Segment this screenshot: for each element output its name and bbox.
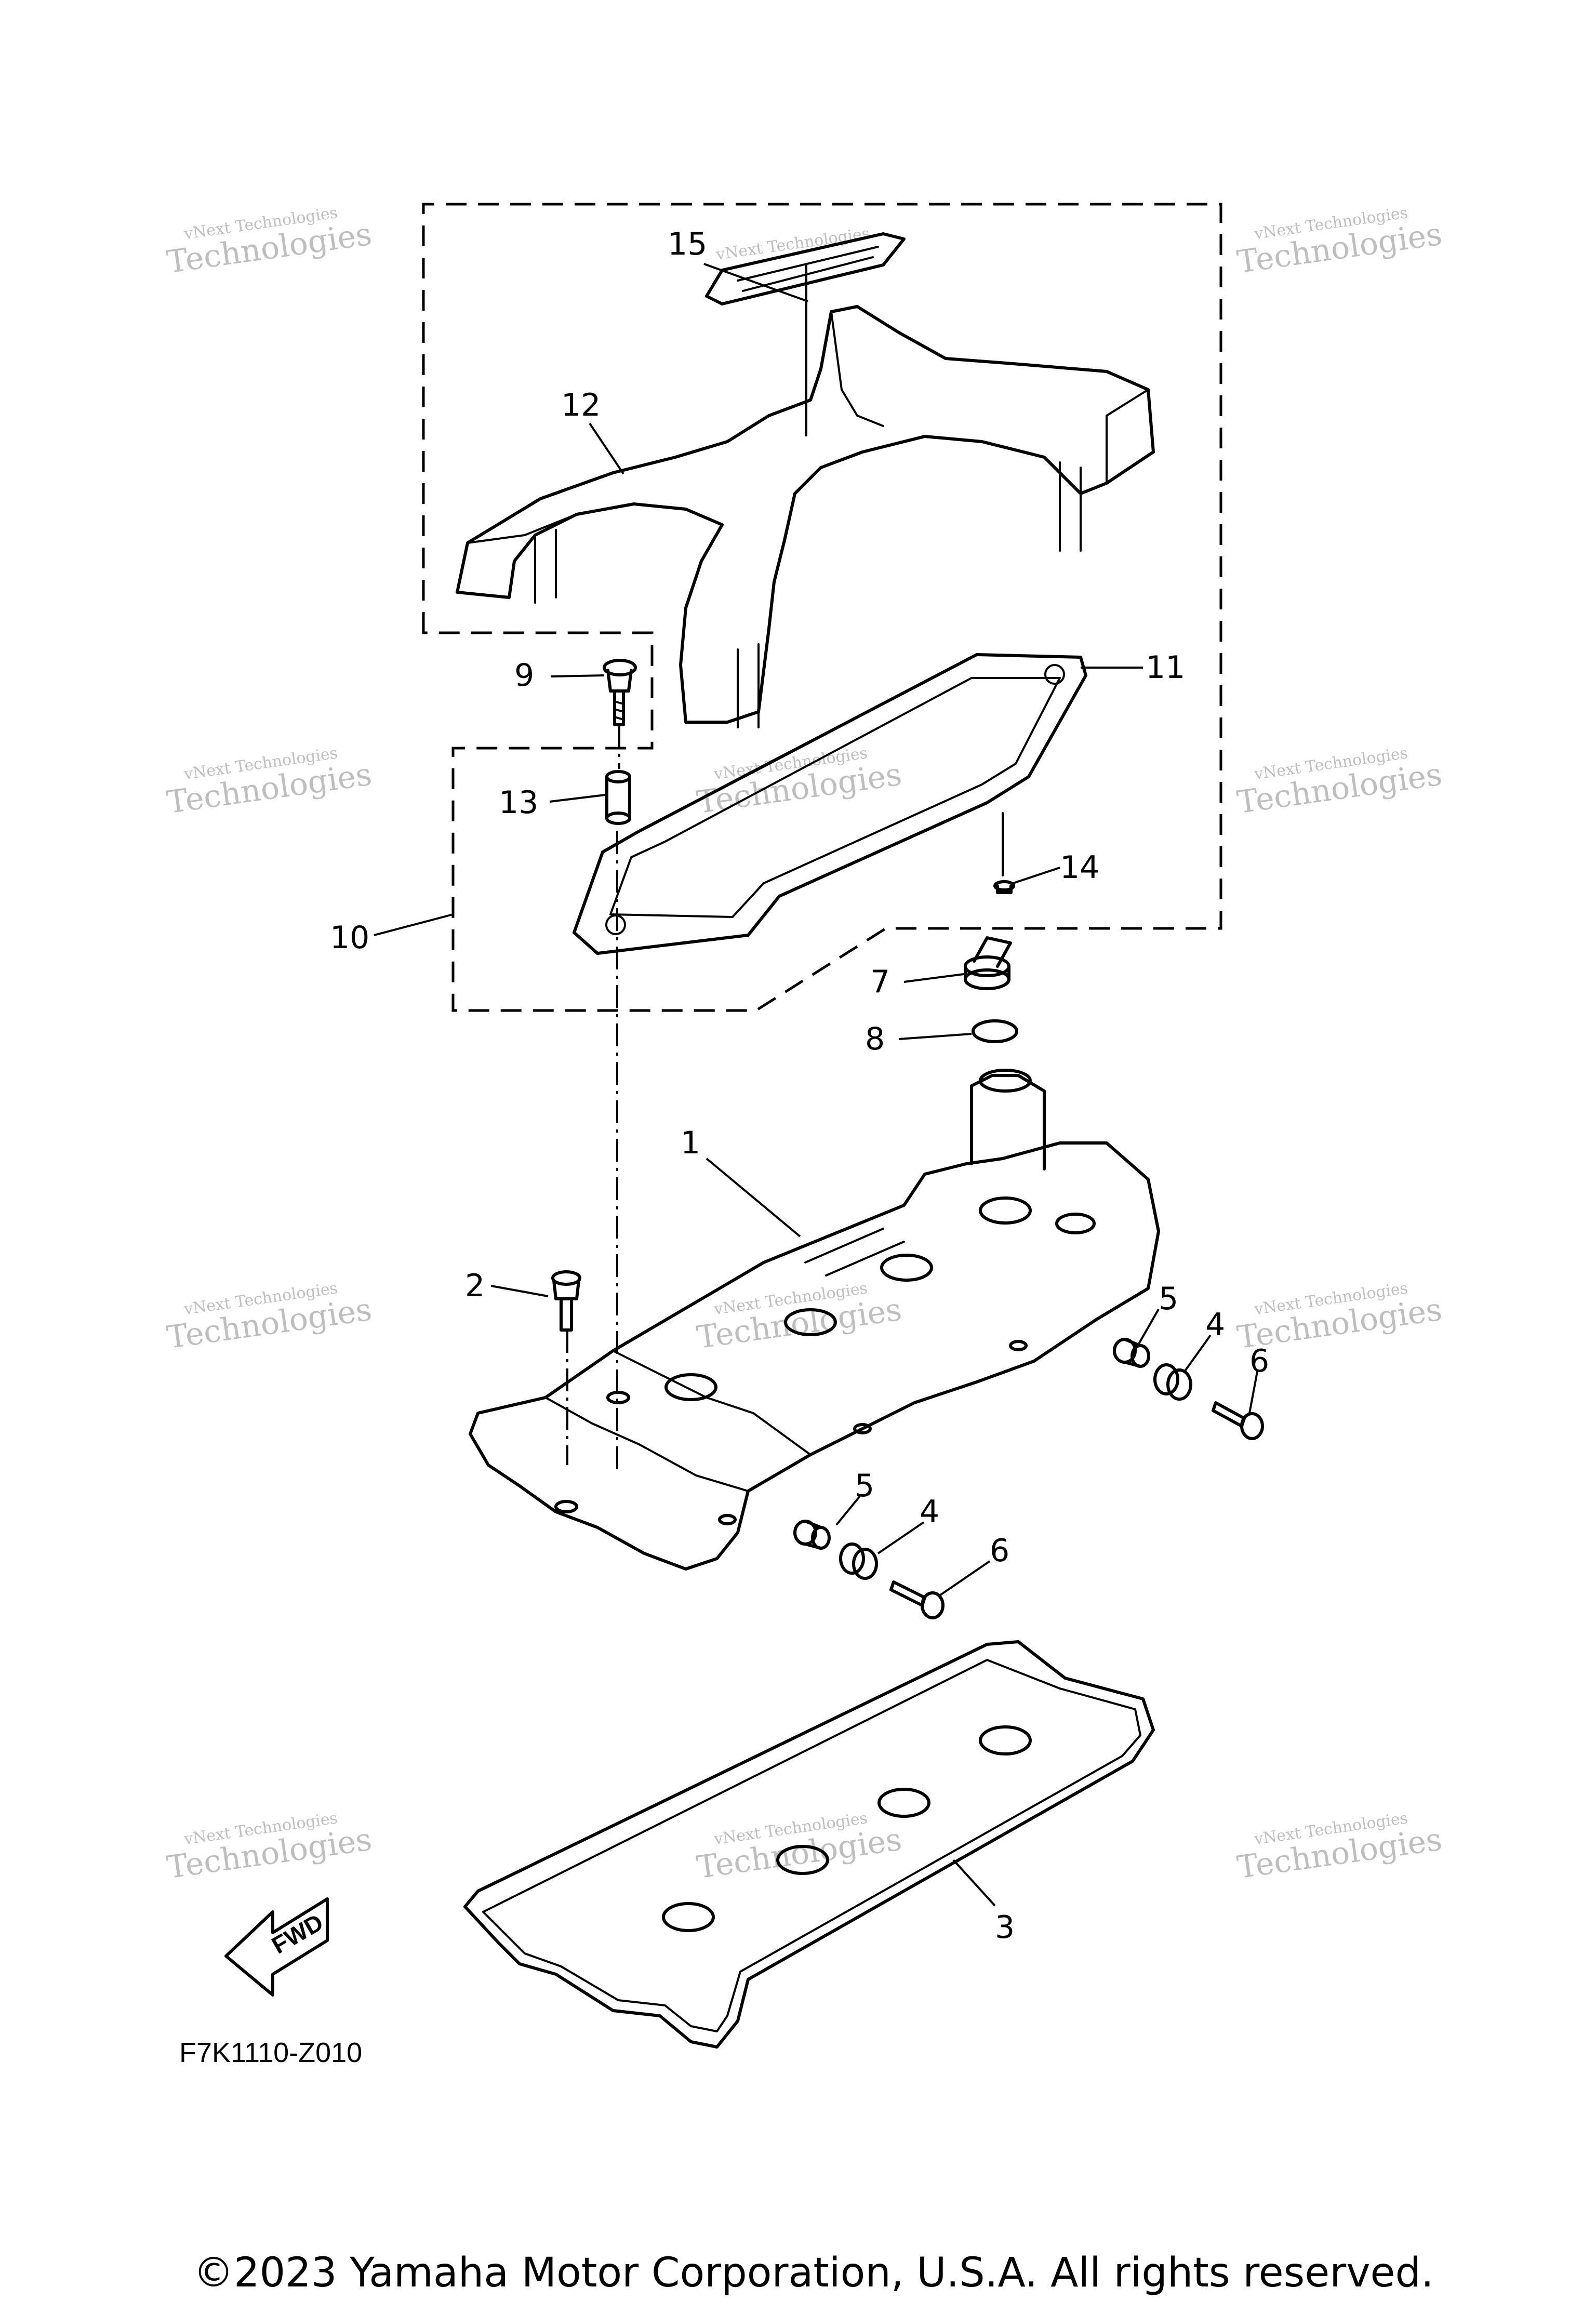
upper-assembly-dashed-box [422,203,1222,1012]
part-4-grommet-lower [839,1542,878,1580]
callout-3: 3 [995,1909,1015,1946]
callout-12: 12 [561,387,601,423]
watermark-bottom-right: vNext Technologies Technologies [1235,1809,1444,1886]
part-11-bracket [573,653,1087,955]
callout-6b: 6 [990,1533,1009,1569]
callout-1: 1 [681,1125,700,1161]
part-8-o-ring [972,1019,1018,1043]
callout-9: 9 [514,657,534,694]
callout-5a: 5 [1159,1281,1178,1317]
callout-2: 2 [465,1268,485,1304]
part-7-filler-cap [964,936,1012,990]
callout-6a: 6 [1249,1343,1269,1379]
callout-4a: 4 [1205,1307,1225,1343]
callout-7: 7 [870,964,890,1000]
part-2-bolt [551,1270,581,1332]
part-12-cover-trim [456,305,1155,728]
diagram-code: F7K1110-Z010 [179,2037,363,2068]
callout-5b: 5 [855,1468,874,1504]
leader-lines [374,263,1258,1907]
callout-13: 13 [499,784,538,821]
part-6-bolt-lower [889,1580,945,1619]
part-13-collar [605,770,631,825]
part-1-cylinder-head-cover [469,1069,1160,1571]
part-6-bolt-right [1212,1401,1264,1440]
callout-4b: 4 [920,1494,939,1530]
watermark-group: vNext Technologies Technologies vNext Te… [165,204,1444,1886]
copyright-notice: ©2023 Yamaha Motor Corporation, U.S.A. A… [193,2250,1434,2296]
callout-15: 15 [668,226,707,262]
part-3-gasket [463,1640,1155,2049]
callout-14: 14 [1060,849,1099,886]
watermark-mid-left: vNext Technologies Technologies [165,744,374,821]
svg-text:vNext Technologies: vNext Technologies [714,224,871,264]
watermark-low-left: vNext Technologies Technologies [165,1279,374,1356]
watermark-top-right: vNext Technologies Technologies [1235,204,1444,281]
watermark-bottom-left: vNext Technologies Technologies [165,1809,374,1886]
fwd-arrow-icon: FWD [224,1897,329,1997]
callout-labels: 15 12 9 11 13 14 10 7 8 1 2 5 4 6 5 4 6 … [330,226,1269,1946]
callout-11: 11 [1146,649,1185,686]
watermark-mid-center: vNext Technologies Technologies [695,744,904,821]
part-5-collar-lower [793,1520,831,1550]
watermark-mid-right: vNext Technologies Technologies [1235,744,1444,821]
watermark-top-left: vNext Technologies Technologies [165,204,374,281]
part-9-bolt [603,659,637,726]
watermark-top-center: vNext Technologies [714,224,871,264]
part-4-grommet-right [1153,1363,1192,1401]
callout-8: 8 [865,1021,885,1057]
part-14-grommet [993,812,1015,894]
callout-10: 10 [330,920,369,956]
part-5-collar-right [1113,1338,1150,1368]
